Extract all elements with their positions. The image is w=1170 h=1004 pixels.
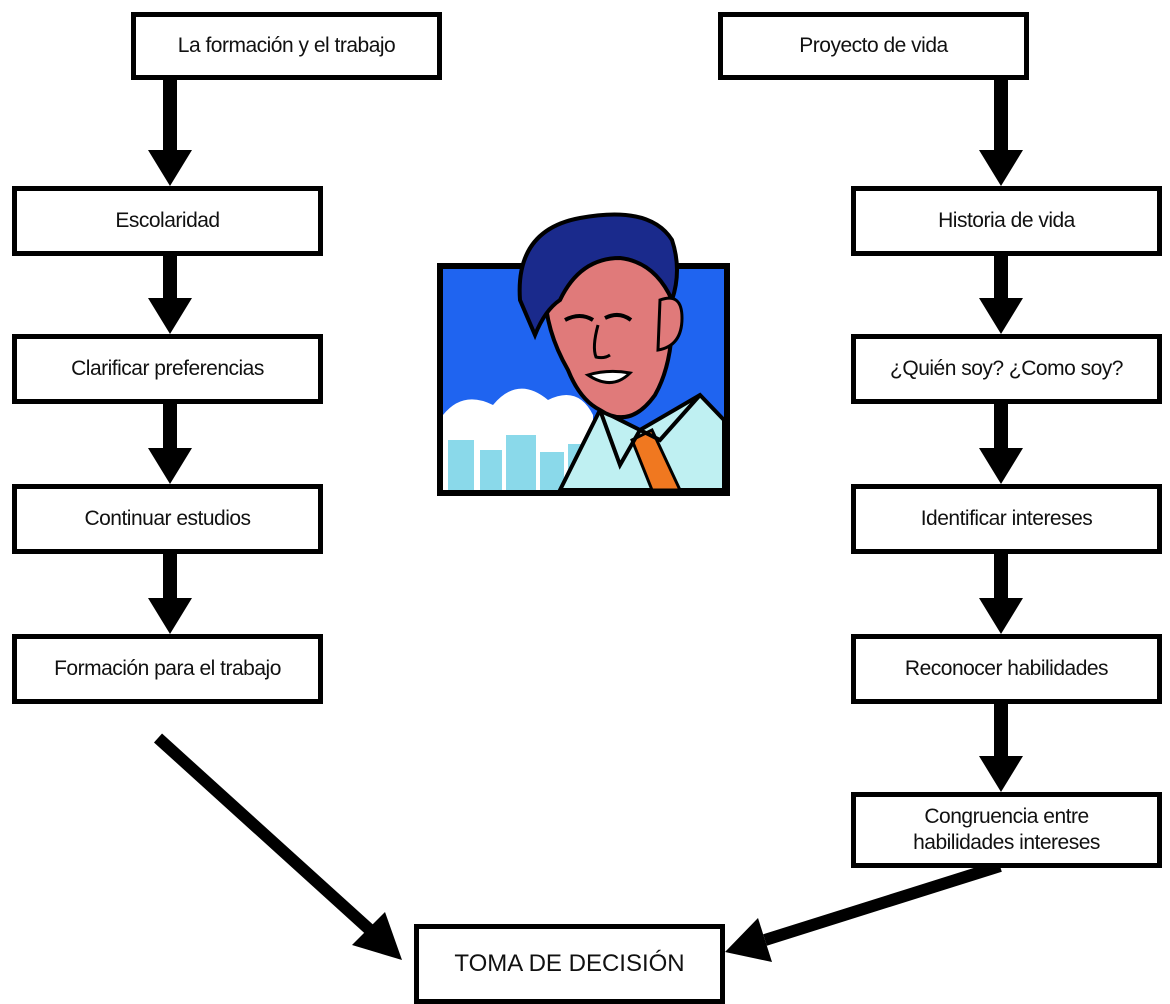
left-box-5-label: Formación para el trabajo (54, 656, 281, 680)
left-arrow-1 (148, 78, 192, 186)
left-arrow-4 (148, 553, 192, 634)
left-box-3: Clarificar preferencias (12, 334, 323, 404)
left-arrow-3 (148, 404, 192, 484)
right-arrow-3 (979, 404, 1023, 484)
right-box-1: Proyecto de vida (718, 12, 1029, 80)
diagonal-arrow-left (153, 733, 402, 960)
right-box-6-line1: Congruencia entre (924, 804, 1089, 828)
right-arrow-1 (979, 78, 1023, 186)
right-box-3-label: ¿Quién soy? ¿Como soy? (890, 356, 1123, 380)
right-box-4-label: Identificar intereses (920, 506, 1093, 530)
right-arrow-2 (979, 255, 1023, 334)
left-box-4: Continuar estudios (12, 484, 323, 554)
decision-box: TOMA DE DECISIÓN (414, 924, 725, 1004)
left-box-3-label: Clarificar preferencias (71, 356, 264, 380)
hair-shape (517, 212, 679, 341)
left-box-1-label: La formación y el trabajo (177, 33, 396, 57)
left-box-1: La formación y el trabajo (131, 12, 442, 80)
left-box-5: Formación para el trabajo (12, 634, 323, 704)
right-arrow-4 (979, 553, 1023, 634)
diagonal-arrow-right (725, 860, 1002, 962)
left-arrow-2 (148, 255, 192, 334)
right-box-1-label: Proyecto de vida (799, 33, 948, 57)
left-box-4-label: Continuar estudios (84, 506, 251, 530)
right-box-4: Identificar intereses (851, 484, 1162, 554)
right-box-6: Congruencia entre habilidades intereses (851, 792, 1162, 868)
right-box-2-label: Historia de vida (938, 208, 1075, 232)
businessman-illustration (437, 212, 730, 496)
right-box-3: ¿Quién soy? ¿Como soy? (851, 334, 1162, 404)
right-box-5: Reconocer habilidades (851, 634, 1162, 704)
right-box-6-line2: habilidades intereses (913, 831, 1100, 854)
right-box-2: Historia de vida (851, 186, 1162, 256)
right-box-5-label: Reconocer habilidades (904, 656, 1109, 680)
right-arrow-5 (979, 703, 1023, 792)
left-box-2: Escolaridad (12, 186, 323, 256)
left-box-2-label: Escolaridad (115, 208, 220, 232)
decision-label: TOMA DE DECISIÓN (454, 950, 685, 977)
